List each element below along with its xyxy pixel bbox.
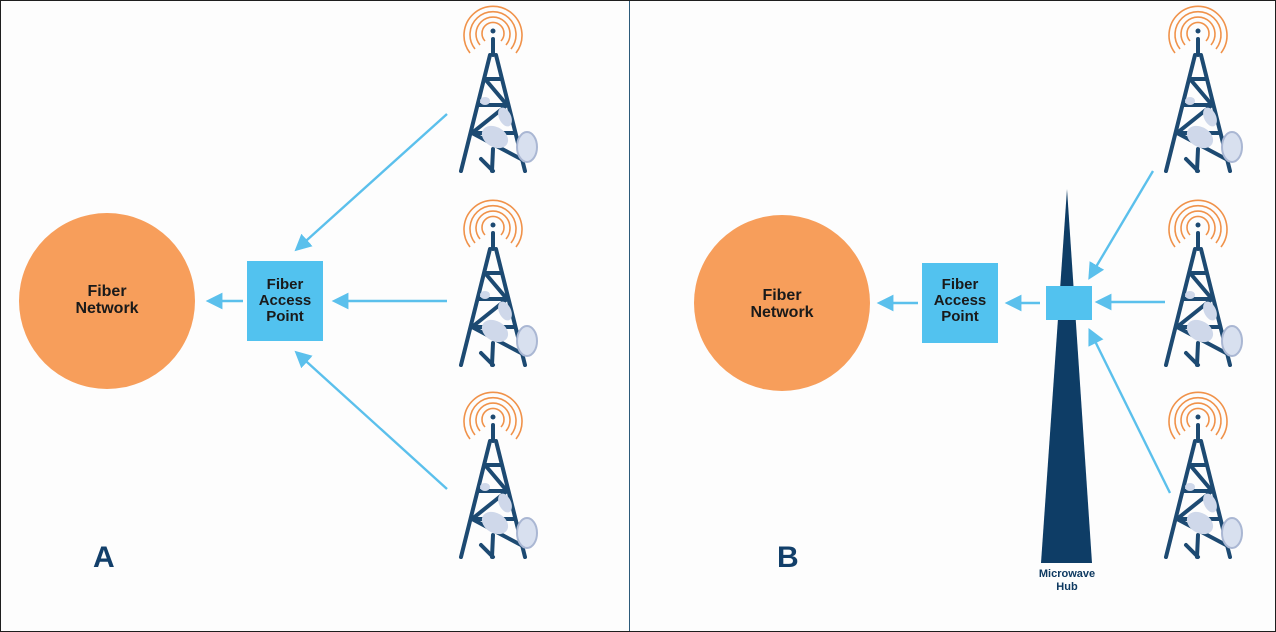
arrow-icon xyxy=(1088,170,1155,280)
microwave-hub-tower xyxy=(1041,189,1092,563)
cell-tower-icon xyxy=(1164,390,1244,559)
panel-b-graphics xyxy=(694,4,1244,563)
cell-tower-icon xyxy=(459,4,539,174)
fiber-access-point-box xyxy=(247,261,323,341)
fiber-network-circle xyxy=(19,213,195,389)
panel-a-graphics xyxy=(19,4,539,559)
cell-tower-icon xyxy=(1164,4,1244,174)
panel-b: Fiber Network Fiber Access Point Microwa… xyxy=(630,1,1275,631)
fiber-access-point-box xyxy=(922,263,998,343)
fiber-network-label: Fiber Network xyxy=(750,287,814,321)
microwave-hub-label: Microwave Hub xyxy=(1038,568,1096,594)
fiber-access-point-label: Fiber Access Point xyxy=(258,276,312,325)
panel-letter: A xyxy=(93,541,115,574)
fiber-access-point-label: Fiber Access Point xyxy=(933,276,987,325)
cell-tower-icon xyxy=(459,390,539,559)
panel-a: Fiber Network Fiber Access Point A xyxy=(1,1,629,631)
fiber-network-label: Fiber Network xyxy=(75,283,139,317)
arrow-icon xyxy=(294,350,448,490)
arrow-icon xyxy=(1088,327,1172,494)
fiber-network-circle xyxy=(694,215,870,391)
arrow-icon xyxy=(294,113,448,252)
microwave-hub-box xyxy=(1046,286,1092,320)
cell-tower-icon xyxy=(459,198,539,367)
panel-divider xyxy=(629,1,630,631)
cell-tower-icon xyxy=(1164,198,1244,367)
panel-letter: B xyxy=(777,541,799,574)
